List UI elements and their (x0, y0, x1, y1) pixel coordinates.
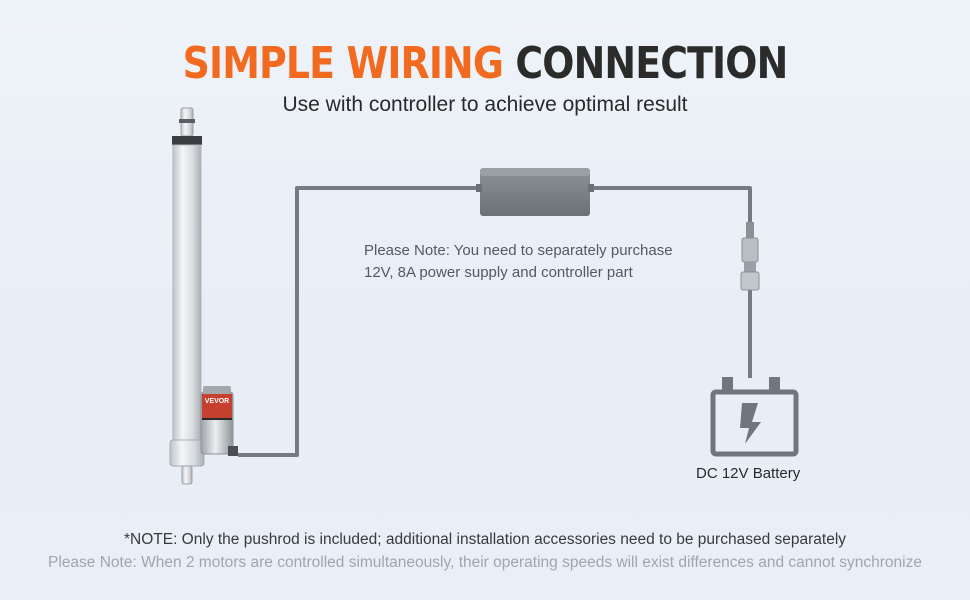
footer-note-sync: Please Note: When 2 motors are controlle… (48, 554, 922, 571)
footer-note-pushrod: *NOTE: Only the pushrod is included; add… (123, 531, 847, 548)
battery-icon (710, 377, 799, 457)
power-note-line2: 12V, 8A power supply and controller part (364, 264, 633, 281)
power-supply-note: Please Note: You need to separately purc… (364, 240, 724, 284)
linear-actuator: VEVOR (169, 107, 238, 485)
power-supply-box (476, 168, 594, 216)
actuator-brand-label: VEVOR (205, 398, 230, 405)
page-title: SIMPLE WIRING CONNECTION (68, 36, 902, 92)
battery-label: DC 12V Battery (696, 465, 801, 482)
power-note-line1: Please Note: You need to separately purc… (364, 242, 673, 259)
title-dark: CONNECTION (515, 38, 788, 89)
wire-connector (740, 222, 760, 291)
title-accent: SIMPLE WIRING (182, 38, 504, 89)
page-subtitle: Use with controller to achieve optimal r… (282, 93, 688, 116)
wire (238, 186, 752, 457)
